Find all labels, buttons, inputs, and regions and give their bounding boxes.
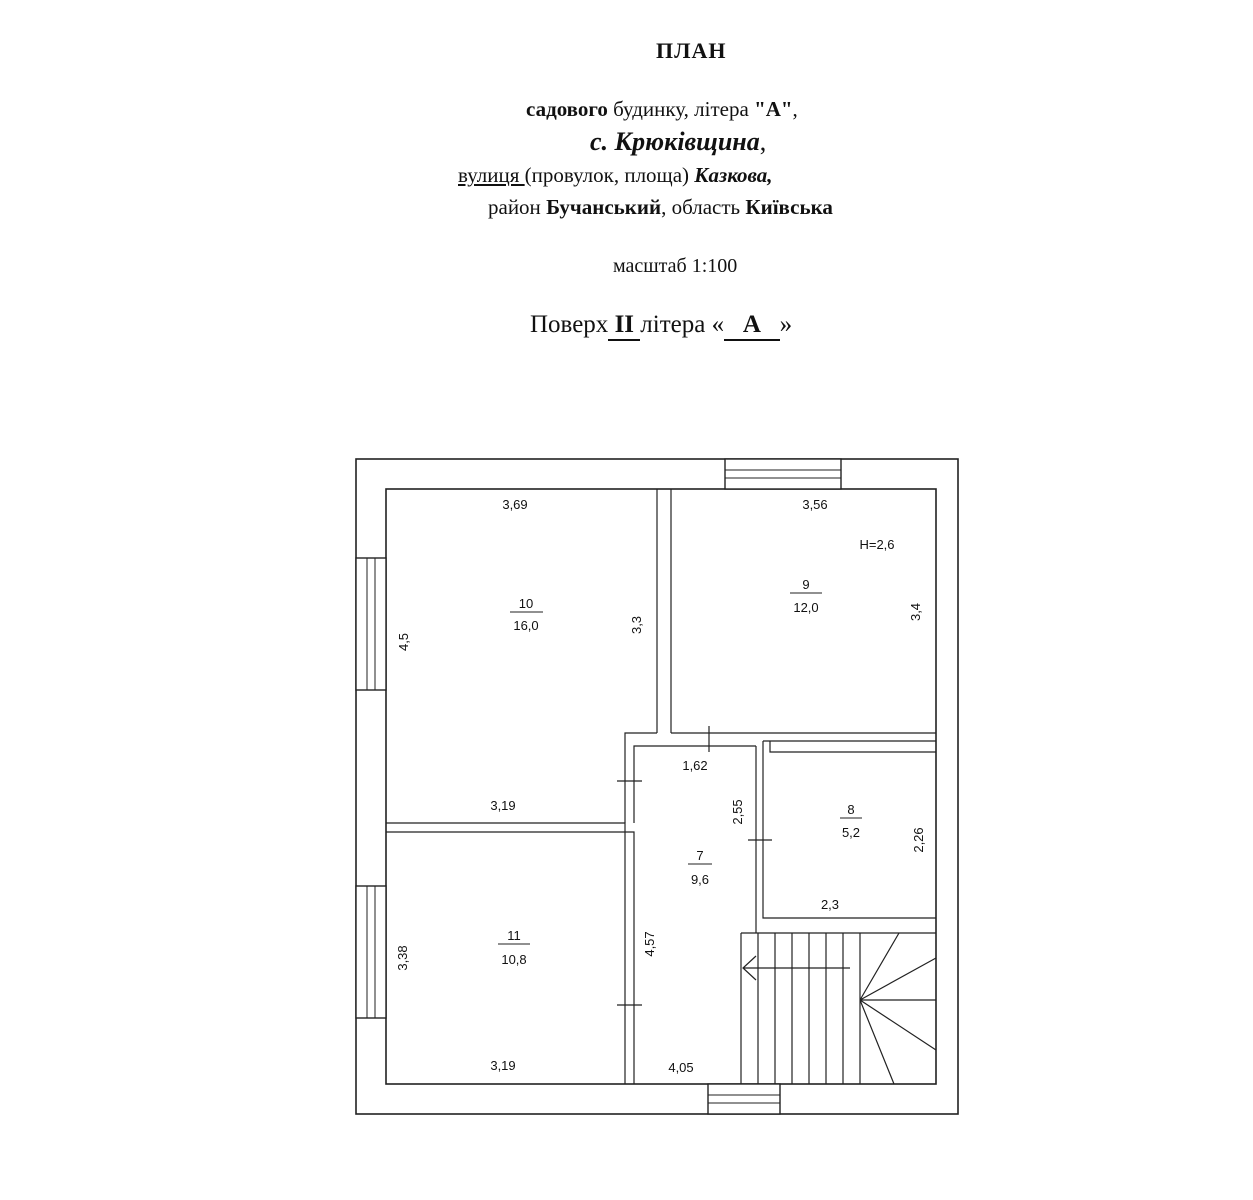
dim-room11-height: 3,38 — [395, 945, 410, 970]
window-top — [724, 458, 842, 490]
dim-room9-width: 3,56 — [802, 497, 827, 512]
room-label-8: 8 5,2 — [840, 802, 862, 840]
dim-room8-height: 2,26 — [911, 827, 926, 852]
dim-room10-height: 4,5 — [396, 633, 411, 651]
village-name: с. Крюківщина — [590, 127, 760, 156]
room-label-11: 11 10,8 — [498, 928, 530, 967]
building-word: будинку, літера — [607, 97, 755, 121]
building-type: садового — [526, 97, 608, 121]
inner-wall — [385, 488, 937, 1085]
scale-label: масштаб 1:100 — [613, 255, 738, 277]
room-area: 5,2 — [842, 825, 860, 840]
window-left-upper — [355, 557, 387, 691]
floor-label: Поверх — [530, 311, 609, 338]
region-line: район Бучанський, область Київська — [488, 195, 833, 220]
room-label-10: 10 16,0 — [510, 596, 543, 633]
room-number: 9 — [802, 577, 809, 592]
oblast-name: Київська — [745, 195, 833, 219]
building-letter: "А" — [754, 97, 793, 121]
room-number: 11 — [507, 928, 521, 943]
dim-room10-bottom: 3,19 — [490, 798, 515, 813]
dim-corridor-left: 4,57 — [642, 931, 657, 956]
staircase — [740, 932, 937, 1085]
dim-room8-bottom: 2,3 — [821, 897, 839, 912]
floor-letter-label: літера « — [640, 311, 725, 338]
floor-close-quote: » — [779, 311, 793, 338]
building-comma: , — [792, 97, 798, 121]
street-alt-label: (провулок, площа) — [524, 163, 695, 187]
dim-corridor-right: 2,55 — [730, 799, 745, 824]
outer-wall — [355, 458, 959, 1115]
ceiling-height: Н=2,6 — [859, 537, 894, 552]
dim-room10-right: 3,3 — [629, 616, 644, 634]
room-label-9: 9 12,0 — [790, 577, 822, 615]
dim-room9-height: 3,4 — [908, 603, 923, 621]
building-description: садового будинку, літера "А", — [526, 97, 798, 122]
room-area: 12,0 — [793, 600, 818, 615]
room-area: 9,6 — [691, 872, 709, 887]
plan-title: ПЛАН — [656, 38, 727, 63]
room-number: 8 — [847, 802, 854, 817]
wall-room9-bottom — [671, 732, 936, 747]
window-bottom — [707, 1083, 781, 1115]
street-line: вулиця (провулок, площа) Казкова, — [458, 163, 773, 188]
street-label: вулиця — [458, 163, 525, 187]
window-left-lower — [355, 885, 387, 1019]
oblast-label: , область — [661, 195, 746, 219]
floor-line: Поверх II літера « А » — [530, 311, 792, 341]
dim-room11-bottom: 3,19 — [490, 1058, 515, 1073]
floor-number: II — [608, 311, 641, 341]
room-number: 7 — [696, 848, 703, 863]
wall-corridor-left-top — [624, 732, 671, 823]
dim-room10-width: 3,69 — [502, 497, 527, 512]
district-label: район — [488, 195, 547, 219]
dim-corridor-top: 1,62 — [682, 758, 707, 773]
door-markers — [617, 726, 772, 1006]
wall-room10-room9 — [656, 489, 672, 733]
dim-corridor-bottom: 4,05 — [668, 1060, 693, 1075]
district-name: Бучанський — [546, 195, 662, 219]
room-number: 10 — [519, 596, 533, 611]
room-area: 16,0 — [513, 618, 538, 633]
village-comma: , — [759, 127, 767, 156]
room-area: 10,8 — [501, 952, 526, 967]
room-label-7: 7 9,6 — [688, 848, 712, 887]
village-line: с. Крюківщина, — [590, 127, 766, 157]
floor-letter: А — [724, 311, 780, 341]
street-name: Казкова, — [694, 163, 773, 187]
